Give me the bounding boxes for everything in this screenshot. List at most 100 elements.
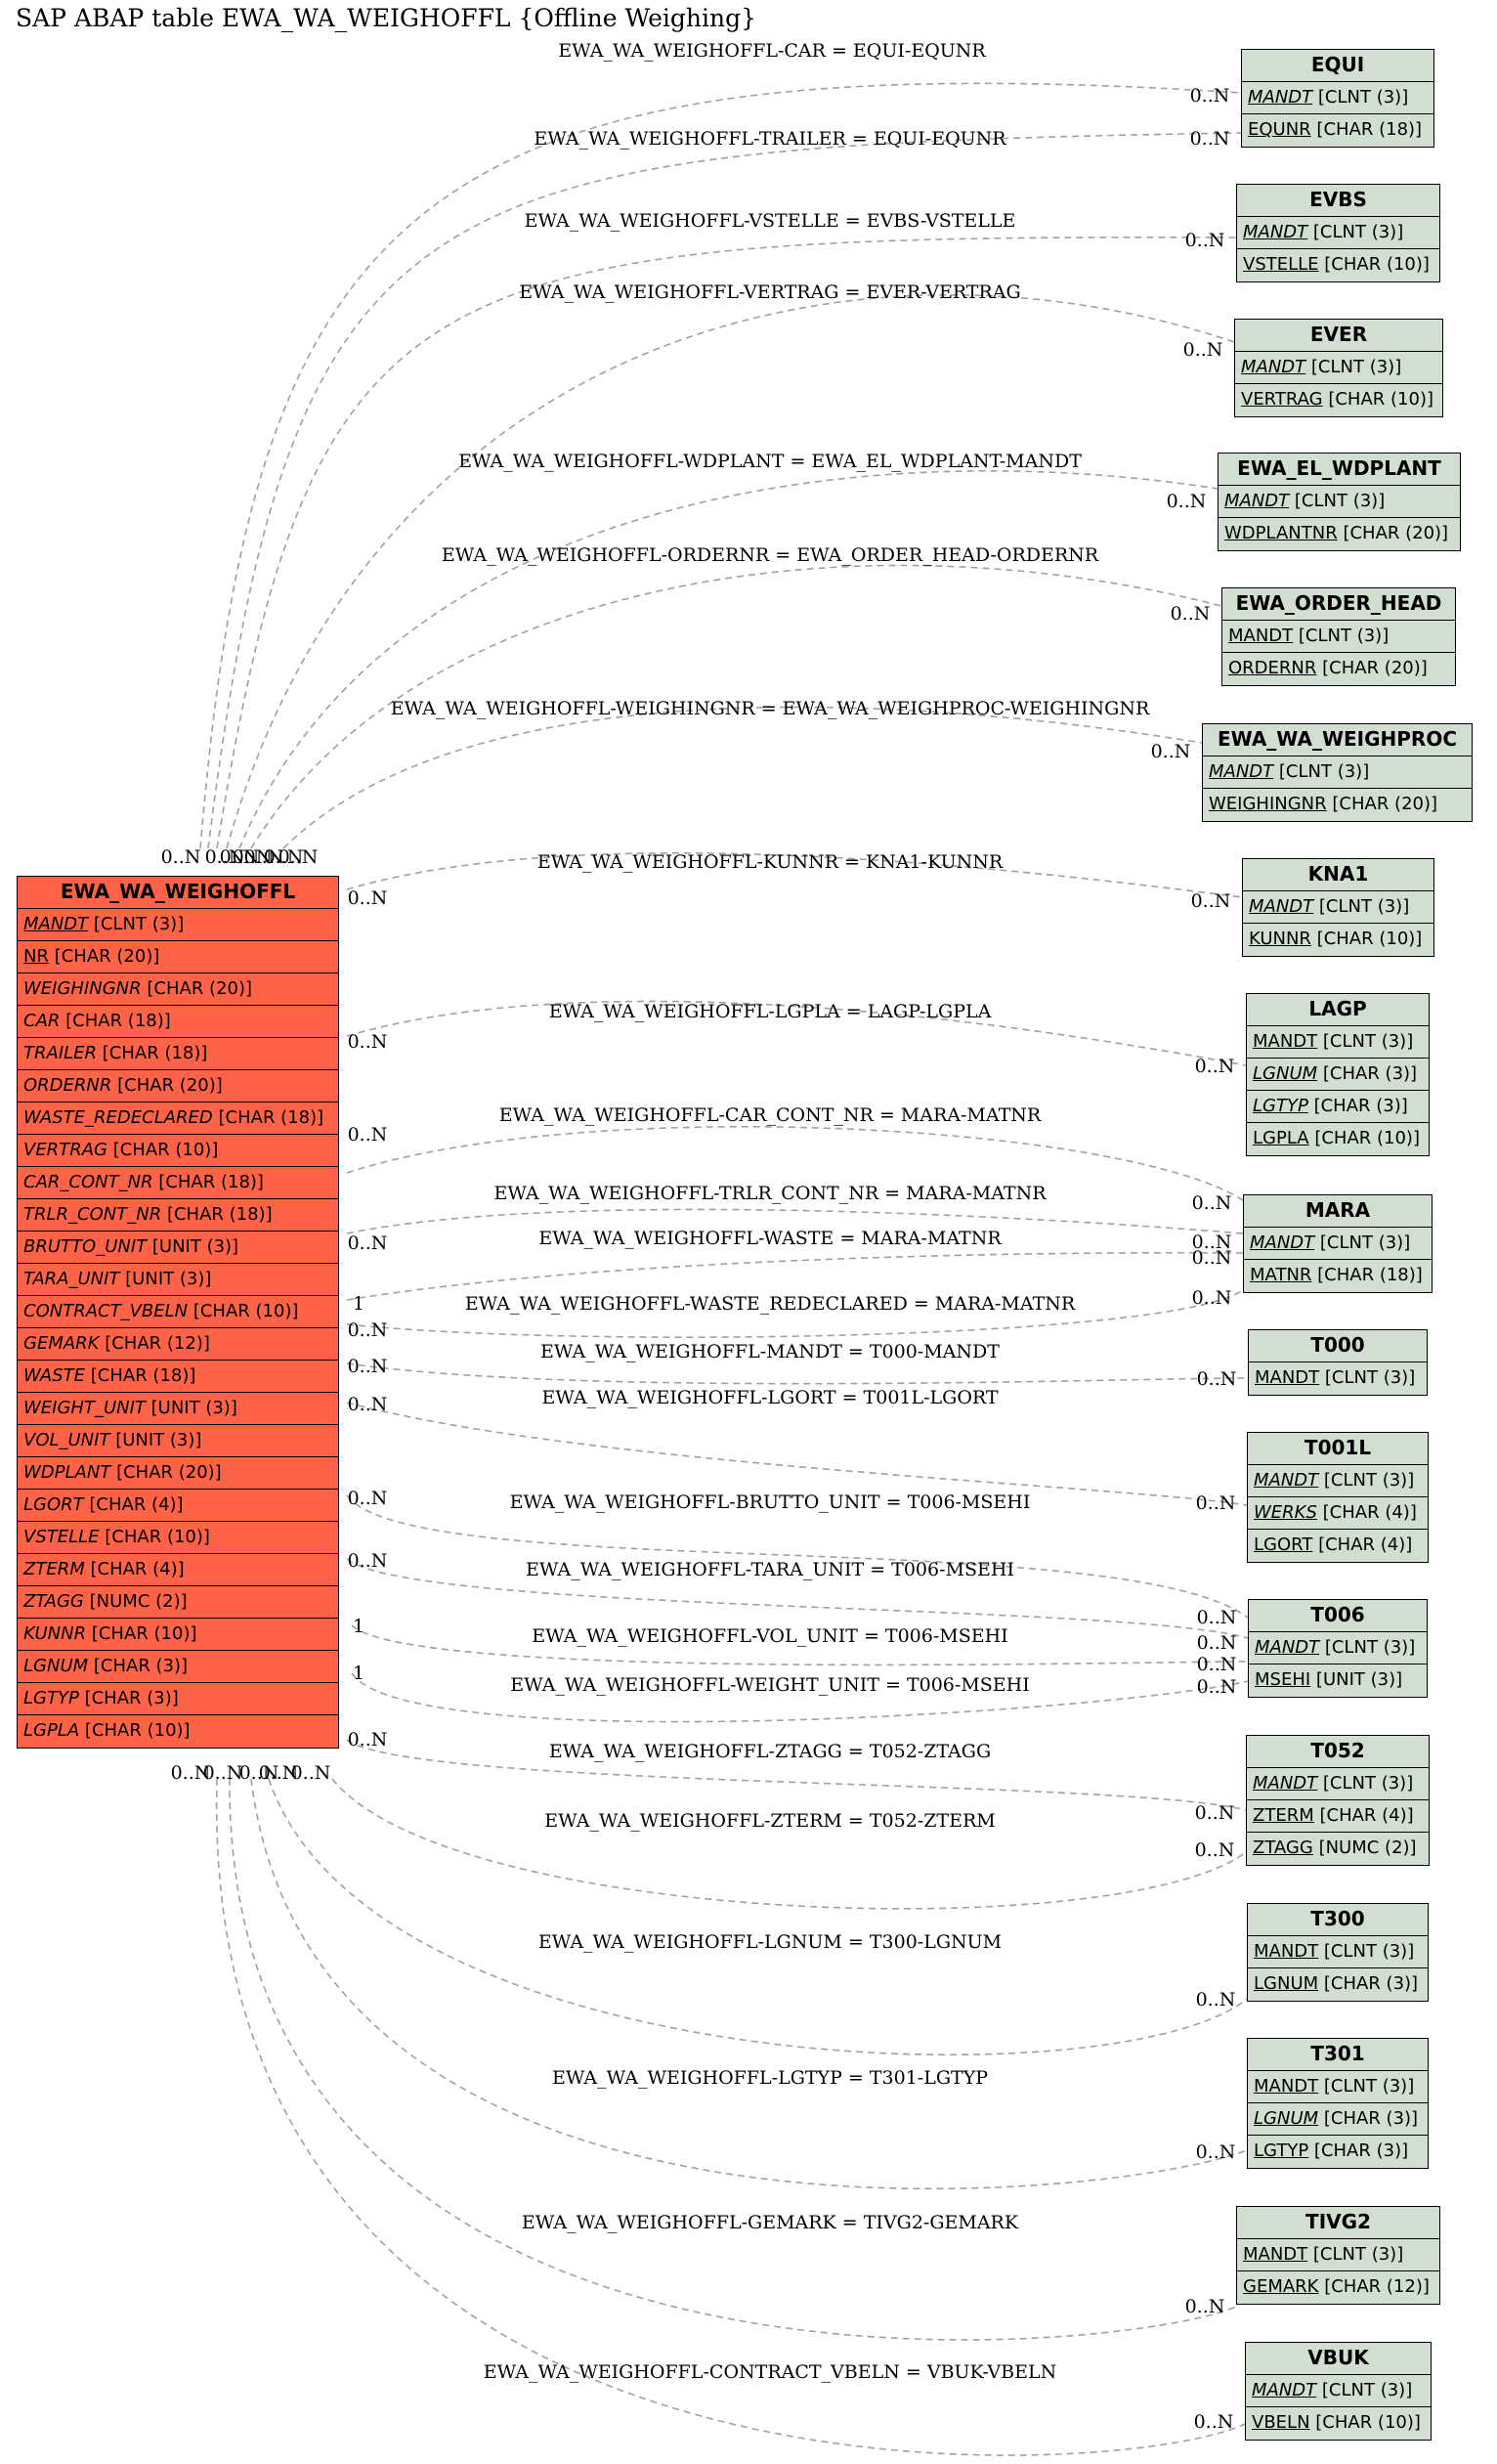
field-type: [UNIT (3)] bbox=[115, 1430, 202, 1450]
source-cardinality: 0..N bbox=[233, 846, 273, 868]
relation-label: EWA_WA_WEIGHOFFL-TRLR_CONT_NR = MARA-MAT… bbox=[493, 1183, 1047, 1204]
field-type: [CLNT (3)] bbox=[1321, 2380, 1413, 2400]
table-header: VBUK bbox=[1246, 2343, 1431, 2375]
relation-label: EWA_WA_WEIGHOFFL-CONTRACT_VBELN = VBUK-V… bbox=[484, 2361, 1056, 2383]
field-type: [NUMC (2)] bbox=[1318, 1837, 1417, 1858]
relation-label: EWA_WA_WEIGHOFFL-LGPLA = LAGP-LGPLA bbox=[549, 1001, 992, 1022]
target-cardinality: 0..N bbox=[1171, 603, 1211, 625]
relation-label: EWA_WA_WEIGHOFFL-VOL_UNIT = T006-MSEHI bbox=[532, 1625, 1007, 1647]
field-name: MANDT bbox=[1254, 1941, 1319, 1962]
field-name: MANDT bbox=[1253, 1773, 1318, 1794]
table-field-row: WASTE [CHAR (18)] bbox=[18, 1361, 338, 1393]
source-cardinality: 0..N bbox=[203, 1762, 243, 1784]
relation-label: EWA_WA_WEIGHOFFL-GEMARK = TIVG2-GEMARK bbox=[522, 2212, 1019, 2233]
table-field-row: MANDT [CLNT (3)] bbox=[1247, 1026, 1429, 1059]
field-name: CONTRACT_VBELN bbox=[23, 1301, 189, 1321]
field-type: [NUMC (2)] bbox=[89, 1591, 188, 1612]
field-type: [UNIT (3)] bbox=[151, 1236, 239, 1257]
table-field-row: MANDT [CLNT (3)] bbox=[1244, 1228, 1432, 1260]
relation-line bbox=[282, 706, 1203, 849]
field-type: [CHAR (3)] bbox=[93, 1656, 189, 1676]
table-field-row: KUNNR [CHAR (10)] bbox=[1243, 924, 1433, 956]
target-cardinality: 0..N bbox=[1197, 1607, 1237, 1628]
field-name: ZTERM bbox=[23, 1559, 85, 1579]
source-cardinality: 0..N bbox=[348, 1356, 388, 1377]
relation-line bbox=[346, 1251, 1244, 1301]
field-type: [CLNT (3)] bbox=[1318, 896, 1410, 917]
relation-label: EWA_WA_WEIGHOFFL-ORDERNR = EWA_ORDER_HEA… bbox=[442, 544, 1099, 566]
table-field-row: CAR_CONT_NR [CHAR (18)] bbox=[18, 1167, 338, 1199]
relation-label: EWA_WA_WEIGHOFFL-WDPLANT = EWA_EL_WDPLAN… bbox=[458, 451, 1082, 472]
field-name: KUNNR bbox=[1249, 929, 1311, 949]
target-cardinality: 0..N bbox=[1183, 339, 1223, 361]
table-field-row: TARA_UNIT [UNIT (3)] bbox=[18, 1264, 338, 1296]
field-name: WEIGHINGNR bbox=[1209, 794, 1327, 814]
field-name: WERKS bbox=[1254, 1502, 1317, 1523]
field-name: WEIGHINGNR bbox=[23, 978, 142, 999]
relation-label: EWA_WA_WEIGHOFFL-CAR = EQUI-EQUNR bbox=[558, 40, 986, 62]
target-cardinality: 0..N bbox=[1195, 1802, 1235, 1824]
field-type: [CLNT (3)] bbox=[1312, 2244, 1404, 2265]
table-field-row: ZTAGG [NUMC (2)] bbox=[1247, 1833, 1429, 1865]
source-cardinality: 0..N bbox=[278, 846, 319, 868]
relation-label: EWA_WA_WEIGHOFFL-VERTRAG = EVER-VERTRAG bbox=[519, 281, 1020, 303]
field-name: VERTRAG bbox=[1241, 389, 1323, 410]
table-field-row: CONTRACT_VBELN [CHAR (10)] bbox=[18, 1296, 338, 1328]
table-field-row: MATNR [CHAR (18)] bbox=[1244, 1260, 1432, 1292]
source-cardinality: 0..N bbox=[161, 846, 201, 868]
field-name: VBELN bbox=[1252, 2412, 1310, 2433]
table-field-row: WEIGHT_UNIT [UNIT (3)] bbox=[18, 1393, 338, 1425]
field-type: [CHAR (20)] bbox=[54, 946, 160, 967]
source-cardinality: 1 bbox=[353, 1293, 364, 1315]
field-type: [CLNT (3)] bbox=[1322, 1031, 1414, 1052]
target-cardinality: 0..N bbox=[1197, 1632, 1237, 1654]
field-type: [CHAR (3)] bbox=[1323, 2108, 1419, 2129]
source-cardinality: 0..N bbox=[348, 1394, 388, 1415]
source-cardinality: 0..N bbox=[348, 1319, 388, 1341]
relation-line bbox=[346, 1402, 1248, 1506]
field-type: [CHAR (18)] bbox=[166, 1204, 273, 1225]
field-name: MANDT bbox=[1255, 1367, 1320, 1388]
target-cardinality: 0..N bbox=[1167, 491, 1207, 512]
target-cardinality: 0..N bbox=[1196, 2141, 1236, 2163]
relation-label: EWA_WA_WEIGHOFFL-WEIGHINGNR = EWA_WA_WEI… bbox=[391, 698, 1150, 719]
target-cardinality: 0..N bbox=[1190, 128, 1230, 150]
table-field-row: MANDT [CLNT (3)] bbox=[1248, 1465, 1428, 1497]
source-cardinality: 0..N bbox=[348, 1124, 388, 1146]
source-cardinality: 0..N bbox=[348, 1550, 388, 1572]
source-cardinality: 0..N bbox=[205, 846, 245, 868]
table-field-row: MANDT [CLNT (3)] bbox=[1246, 2375, 1431, 2407]
target-cardinality: 0..N bbox=[1195, 1056, 1235, 1077]
table-field-row: MANDT [CLNT (3)] bbox=[1243, 891, 1433, 924]
field-type: [CHAR (10)] bbox=[105, 1527, 210, 1547]
relation-label: EWA_WA_WEIGHOFFL-ZTERM = T052-ZTERM bbox=[544, 1810, 995, 1832]
table-field-row: MANDT [CLNT (3)] bbox=[1242, 82, 1433, 114]
field-name: BRUTTO_UNIT bbox=[23, 1236, 148, 1257]
target-cardinality: 0..N bbox=[1192, 1247, 1232, 1269]
relation-line bbox=[226, 294, 1235, 849]
source-cardinality: 1 bbox=[353, 1663, 364, 1684]
table-field-row: LGNUM [CHAR (3)] bbox=[1248, 2103, 1428, 2136]
table-field-row: LGNUM [CHAR (3)] bbox=[18, 1651, 338, 1683]
table-header: T052 bbox=[1247, 1736, 1429, 1768]
field-name: NR bbox=[23, 946, 49, 967]
relation-line bbox=[346, 1739, 1247, 1811]
table-field-row: ORDERNR [CHAR (20)] bbox=[1222, 653, 1455, 685]
field-name: MANDT bbox=[1254, 2076, 1319, 2097]
field-name: MANDT bbox=[1248, 87, 1313, 108]
relation-label: EWA_WA_WEIGHOFFL-TARA_UNIT = T006-MSEHI bbox=[526, 1559, 1014, 1580]
table-header: T006 bbox=[1249, 1600, 1427, 1632]
field-type: [CLNT (3)] bbox=[1298, 626, 1390, 646]
table-header: T301 bbox=[1248, 2039, 1428, 2071]
field-name: LGTYP bbox=[1253, 1096, 1308, 1116]
table-field-row: MANDT [CLNT (3)] bbox=[1237, 2239, 1439, 2271]
relation-line bbox=[238, 470, 1219, 849]
field-type: [CHAR (12)] bbox=[105, 1333, 210, 1354]
table-header: EVER bbox=[1235, 320, 1442, 352]
relation-label: EWA_WA_WEIGHOFFL-LGORT = T001L-LGORT bbox=[541, 1387, 998, 1408]
table-field-row: LGTYP [CHAR (3)] bbox=[1247, 1091, 1429, 1123]
table-field-row: VBELN [CHAR (10)] bbox=[1246, 2407, 1431, 2440]
field-name: MANDT bbox=[1255, 1637, 1320, 1658]
